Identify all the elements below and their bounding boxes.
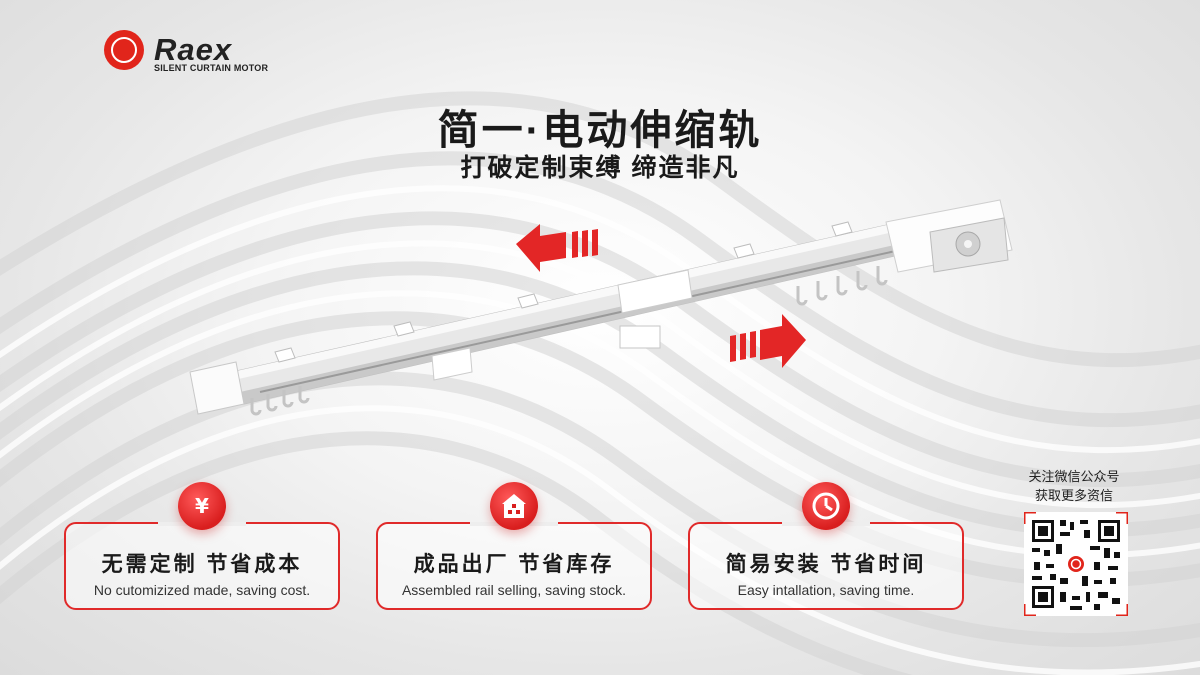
feature-card-time: 简易安装 节省时间 Easy intallation, saving time. [688, 482, 964, 610]
brand-name: Raex [154, 32, 233, 67]
feature-title-en: Assembled rail selling, saving stock. [401, 582, 627, 598]
brand-logo[interactable]: Raex SILENT CURTAIN MOTOR [104, 30, 294, 74]
qr-caption-line1: 关注微信公众号 [1028, 469, 1120, 484]
svg-text:¥: ¥ [195, 494, 209, 518]
qr-code-icon[interactable] [1022, 510, 1130, 618]
qr-caption: 关注微信公众号 获取更多资信 [1014, 467, 1134, 505]
money-bag-icon: ¥ [178, 482, 226, 530]
logo-icon [104, 30, 144, 70]
arrow-left-icon [516, 224, 598, 272]
house-icon [490, 482, 538, 530]
feature-title-en: Easy intallation, saving time. [737, 582, 915, 598]
clock-icon [802, 482, 850, 530]
feature-card-cost: ¥ 无需定制 节省成本 No cutomizized made, saving … [64, 482, 340, 610]
feature-title-en: No cutomizized made, saving cost. [93, 582, 311, 598]
feature-title-cn: 成品出厂 节省库存 [413, 553, 615, 576]
qr-caption-line2: 获取更多资信 [1034, 488, 1113, 503]
feature-title-cn: 无需定制 节省成本 [101, 553, 303, 576]
page-subtitle: 打破定制束缚 缔造非凡 [460, 154, 740, 182]
feature-title-cn: 简易安装 节省时间 [725, 553, 927, 576]
brand-tagline: SILENT CURTAIN MOTOR [154, 63, 269, 73]
page-title: 简一·电动伸缩轨 [437, 107, 763, 153]
arrow-right-icon [730, 314, 806, 368]
feature-card-stock: 成品出厂 节省库存 Assembled rail selling, saving… [376, 482, 652, 610]
